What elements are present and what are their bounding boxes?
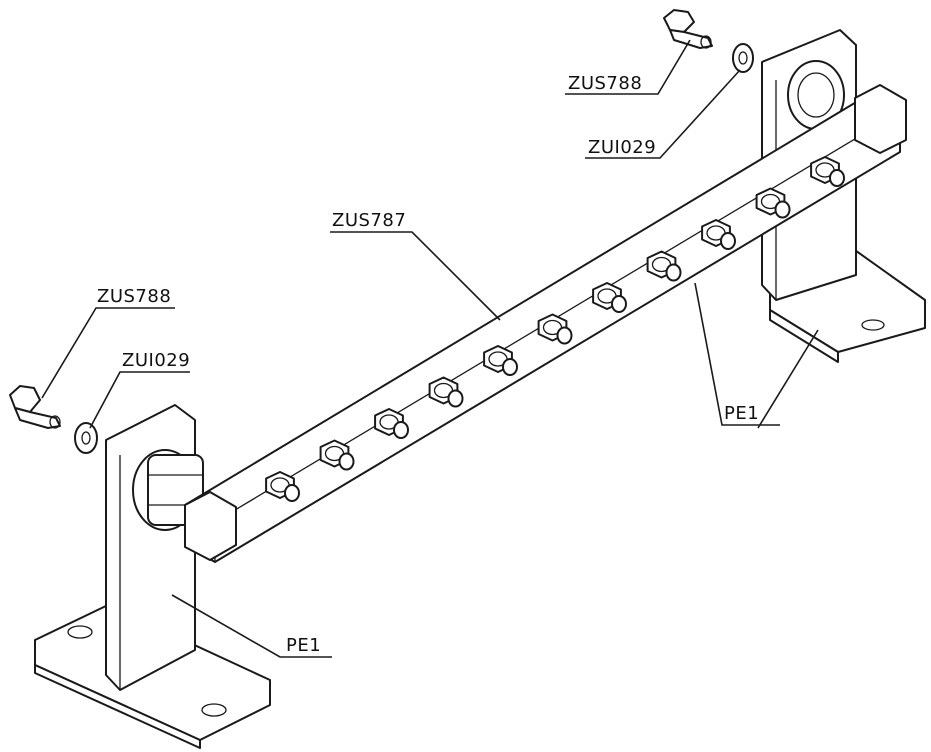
callout-busbar: ZUS787 [330,210,501,321]
terminal-nut [483,345,518,376]
callout-text-bolt-left: ZUS788 [97,286,171,307]
busbar-terminals [265,156,845,502]
callout-text-bracket-right: PE1 [724,403,759,424]
terminal-nut [701,219,736,250]
left-bracket [34,404,271,749]
top-washer [732,43,754,73]
terminal-nut [428,376,464,408]
callout-text-bracket-left: PE1 [286,635,321,656]
left-washer [74,422,98,454]
terminal-nut [646,250,682,282]
callout-text-bolt-top: ZUS788 [568,73,642,94]
terminal-nut [755,187,791,219]
left-bolt [9,385,61,429]
callout-text-washer-left: ZUI029 [122,350,190,371]
callout-text-washer-top: ZUI029 [588,137,656,158]
callout-washer-left: ZUI029 [89,350,190,429]
top-bolt [663,9,713,49]
callout-washer-top: ZUI029 [585,69,741,159]
callout-bracket-right: PE1 [694,282,819,429]
terminal-nut [319,439,355,471]
callout-bolt-top: ZUS788 [565,39,691,95]
callout-text-busbar: ZUS787 [332,210,406,231]
terminal-nut [592,282,627,313]
terminal-nut [810,156,845,187]
terminal-nut [265,471,300,502]
callout-bracket-left: PE1 [171,594,332,658]
terminal-nut [374,408,409,439]
terminal-nut [537,313,573,345]
callout-bolt-left: ZUS788 [41,286,175,399]
